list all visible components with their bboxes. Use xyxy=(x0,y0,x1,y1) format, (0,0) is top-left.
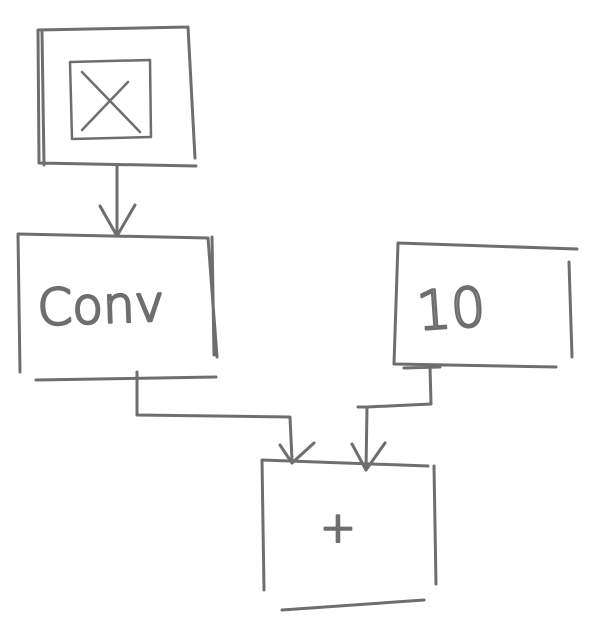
node-constant-label: 10 xyxy=(415,275,488,343)
edge-line xyxy=(356,364,433,472)
node-conv-label: Conv xyxy=(36,275,165,337)
node-input-box xyxy=(36,25,198,168)
edge-conv-to-add xyxy=(135,370,316,465)
node-conv: Conv xyxy=(16,232,219,382)
node-input: X xyxy=(36,25,198,168)
arrowhead-down-icon xyxy=(278,441,316,465)
node-input-inner-frame xyxy=(68,58,153,141)
node-add-label: + xyxy=(320,503,355,552)
x-mark-icon xyxy=(80,70,142,134)
edge-line xyxy=(135,370,294,462)
node-add: + xyxy=(260,458,438,612)
node-constant: 10 xyxy=(392,241,579,370)
node-constant-box xyxy=(392,241,579,370)
edge-constant-to-add xyxy=(350,364,433,472)
node-conv-box xyxy=(16,232,219,382)
edge-input-to-conv xyxy=(98,163,137,238)
node-add-box xyxy=(260,458,438,612)
arrowhead-down-icon xyxy=(350,441,387,472)
